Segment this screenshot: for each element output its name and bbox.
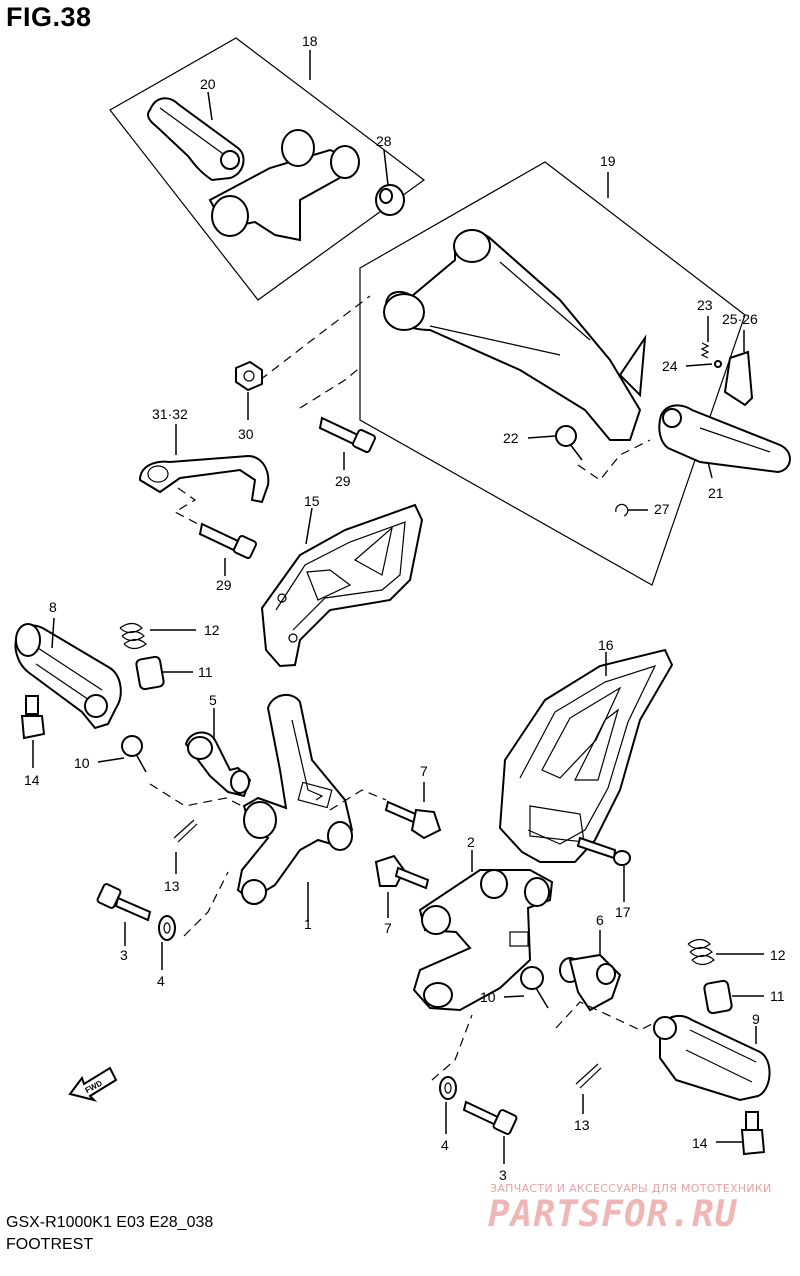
callout-12-right: 12	[770, 947, 786, 963]
bracket-2-part	[412, 850, 554, 1081]
callout-9: 9	[752, 1011, 760, 1027]
callout-14-left: 14	[24, 772, 40, 788]
bolt-7a-part	[329, 782, 442, 840]
bolt-3b-part	[462, 1100, 518, 1164]
washer-4b-part	[439, 1076, 457, 1134]
callout-28: 28	[376, 133, 392, 149]
bracket-1-part	[236, 693, 354, 922]
rider-peg-9-part	[653, 1014, 771, 1102]
section-name: FOOTREST	[6, 1236, 94, 1253]
callout-6: 6	[596, 912, 604, 928]
bolt-29-lower-part	[198, 522, 257, 576]
callout-14-right: 14	[692, 1135, 708, 1151]
callout-13-right: 13	[574, 1117, 590, 1133]
pivot-6-part	[555, 930, 661, 1031]
nut-30-part	[235, 360, 263, 420]
watermark-logo: PARTSFOR.RU	[488, 1194, 738, 1235]
bolt-29-upper-part	[318, 416, 376, 470]
pin-13a-part	[173, 819, 198, 874]
callout-4-right: 4	[441, 1137, 449, 1153]
callout-22: 22	[503, 430, 519, 446]
callout-15: 15	[304, 493, 320, 509]
pin-10a-part	[97, 735, 147, 773]
callout-12-left: 12	[204, 622, 220, 638]
rider-peg-8-part	[14, 617, 122, 730]
callout-3-right: 3	[499, 1167, 507, 1183]
callout-2: 2	[467, 834, 475, 850]
callout-27: 27	[654, 501, 670, 517]
pivot-5-part	[149, 708, 252, 811]
callout-1: 1	[304, 916, 312, 932]
spring-12-part	[119, 622, 196, 650]
callout-5: 5	[209, 692, 217, 708]
kit-box-18	[109, 37, 426, 301]
bolt-14a-part	[20, 695, 46, 768]
callout-10-right: 10	[480, 989, 496, 1005]
pin-10b-part	[503, 966, 549, 1009]
heel-guard-16-part	[498, 648, 674, 863]
callout-17: 17	[615, 904, 631, 920]
pillion-bracket-part	[383, 229, 791, 517]
callout-29-lower: 29	[216, 577, 232, 593]
callout-30: 30	[238, 426, 254, 442]
callout-11-left: 11	[198, 664, 213, 680]
model-code: GSX-R1000K1 E03 E28_038	[6, 1214, 214, 1231]
callout-23: 23	[697, 297, 713, 313]
bolt-3a-part	[96, 883, 152, 946]
callout-21: 21	[708, 485, 724, 501]
callout-13-left: 13	[164, 878, 180, 894]
callout-29-upper: 29	[335, 473, 351, 489]
callout-19: 19	[600, 153, 616, 169]
callout-4-left: 4	[157, 973, 165, 989]
callout-25-26: 25·26	[722, 311, 758, 327]
collar-11b-part	[703, 979, 764, 1015]
figure-title: FIG.38	[6, 2, 92, 32]
watermark-tagline: ЗАПЧАСТИ И АКСЕССУАРЫ ДЛЯ МОТОТЕХНИКИ	[490, 1182, 772, 1195]
callout-11-right: 11	[770, 988, 785, 1004]
pin-13b-part	[575, 1063, 602, 1114]
heel-guard-15-part	[260, 503, 424, 668]
callout-18: 18	[302, 33, 318, 49]
callout-7-upper: 7	[420, 763, 428, 779]
callout-20: 20	[200, 76, 216, 92]
callout-7-lower: 7	[384, 920, 392, 936]
bolt-14b-part	[716, 1111, 766, 1156]
guard-31-32-part	[138, 454, 270, 526]
collar-11-part	[135, 655, 193, 691]
callout-10-left: 10	[74, 755, 90, 771]
callout-24: 24	[662, 358, 678, 374]
rear-footrest-assembly-part	[147, 91, 405, 242]
leader-lines-upper	[175, 295, 745, 511]
front-direction-arrow: FWD	[68, 1066, 118, 1102]
callout-16: 16	[598, 637, 614, 653]
callout-labels: 18 20 28 19 23 25·26 24 30 31·32 29 22 2…	[24, 33, 786, 1183]
screw-17-part	[576, 836, 631, 902]
bolt-7b-part	[374, 854, 430, 918]
callout-3-left: 3	[120, 947, 128, 963]
callout-31-32: 31·32	[152, 406, 188, 422]
washer-4a-part	[158, 871, 229, 970]
callout-8: 8	[49, 599, 57, 615]
spring-12b-part	[687, 938, 764, 966]
